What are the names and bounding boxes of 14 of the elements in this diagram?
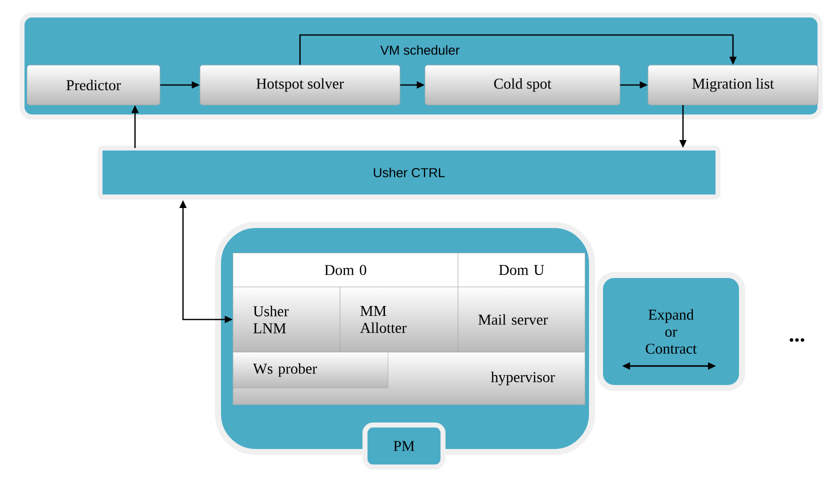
controller-bar: Usher CTRL — [98, 146, 720, 200]
table-cell: Ws prober — [232, 352, 388, 388]
arrow — [299, 34, 737, 65]
table-cell: MM Allotter — [340, 286, 458, 352]
ellipsis-label: ... — [790, 338, 804, 342]
expand-box: Expand or Contract — [597, 272, 745, 391]
process-box: Migration list — [648, 64, 818, 106]
table-cell: Mail server — [458, 286, 586, 352]
table-cell: Dom 0 — [232, 252, 458, 288]
table-cell: Dom U — [458, 252, 586, 288]
process-box: Cold spot — [424, 64, 620, 106]
table-cell: Usher LNM — [232, 286, 340, 352]
process-box: Hotspot solver — [200, 64, 400, 106]
process-box: Predictor — [26, 64, 160, 106]
